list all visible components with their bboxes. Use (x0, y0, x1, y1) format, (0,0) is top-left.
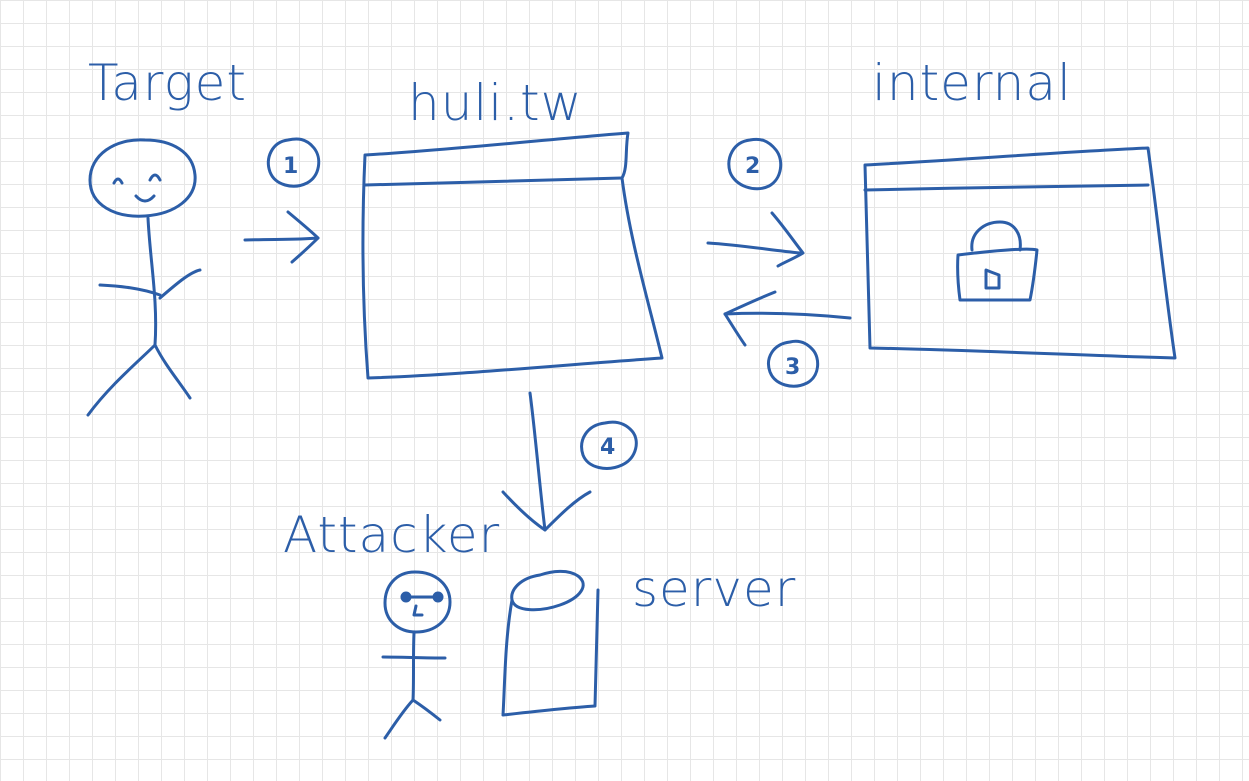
server-icon (501, 569, 600, 717)
internal-label: internal (872, 54, 1072, 112)
site-label: huli.tw (408, 74, 583, 132)
attacker-label: Attacker (283, 506, 500, 564)
internal-window (863, 146, 1177, 360)
step-4-badge: 4 (580, 420, 638, 470)
server-label: server (632, 560, 796, 618)
arrow-2 (706, 211, 805, 268)
step-2-badge: 2 (727, 137, 783, 191)
arrow-1 (243, 210, 320, 264)
step-3-number: 3 (785, 355, 800, 380)
step-3-badge: 3 (767, 339, 820, 388)
arrow-4 (501, 391, 592, 532)
site-window (361, 131, 664, 380)
step-2-number: 2 (745, 154, 760, 179)
step-4-number: 4 (600, 435, 615, 460)
attacker-figure (381, 570, 452, 740)
arrow-3 (723, 290, 852, 347)
step-1-badge: 1 (266, 137, 321, 188)
target-label: Target (88, 54, 247, 112)
target-figure (86, 138, 202, 417)
step-1-number: 1 (283, 154, 298, 179)
lock-icon (956, 220, 1039, 302)
